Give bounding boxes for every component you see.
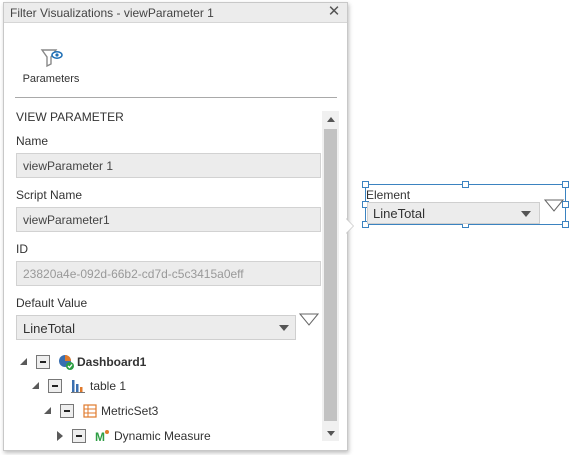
parameters-button[interactable]: Parameters (18, 47, 80, 89)
tree-item-metricset3[interactable]: MetricSet3 (18, 402, 318, 422)
element-select[interactable]: LineTotal (367, 202, 540, 224)
resize-handle[interactable] (462, 181, 469, 188)
resize-handle[interactable] (562, 201, 569, 208)
default-value-label: Default Value (16, 296, 88, 310)
script-name-field[interactable]: viewParameter1 (16, 207, 321, 232)
tree-checkbox[interactable] (60, 404, 74, 418)
scroll-up-icon[interactable] (327, 117, 335, 122)
filter-funnel-icon[interactable] (299, 313, 319, 327)
name-field[interactable]: viewParameter 1 (16, 153, 321, 178)
tree-checkbox[interactable] (36, 355, 50, 369)
panel-title: Filter Visualizations - viewParameter 1 (10, 6, 214, 20)
script-name-label: Script Name (16, 188, 83, 202)
tree-checkbox[interactable] (48, 379, 62, 393)
svg-text:M: M (95, 430, 105, 444)
vertical-scrollbar[interactable] (322, 111, 339, 441)
panel-pointer (345, 218, 353, 234)
panel-header: Filter Visualizations - viewParameter 1 … (4, 3, 347, 23)
metricset-icon (83, 404, 97, 418)
name-label: Name (16, 134, 49, 148)
resize-handle[interactable] (362, 181, 369, 188)
element-label: Element (366, 188, 411, 202)
tree-item-label: MetricSet3 (101, 404, 159, 418)
chevron-down-icon (279, 325, 289, 331)
close-icon[interactable]: ✕ (327, 3, 341, 20)
tree-checkbox[interactable] (72, 429, 86, 443)
default-value-select[interactable]: LineTotal (16, 315, 296, 340)
filter-funnel-icon[interactable] (544, 199, 564, 213)
id-label: ID (16, 242, 28, 256)
expand-icon[interactable] (44, 407, 51, 414)
default-value-text: LineTotal (23, 321, 76, 336)
tree-item-dynamic-measure[interactable]: M Dynamic Measure (18, 427, 318, 447)
resize-handle[interactable] (562, 181, 569, 188)
measure-icon: M (95, 430, 109, 444)
tree-item-label: Dynamic Measure (114, 429, 211, 443)
element-select-value: LineTotal (373, 206, 426, 221)
chevron-down-icon (521, 211, 531, 217)
tree-item-dashboard1[interactable]: Dashboard1 (18, 353, 318, 373)
dashboard-icon (59, 355, 74, 370)
scroll-down-icon[interactable] (327, 431, 335, 436)
parameters-label: Parameters (22, 73, 80, 85)
filter-visualizations-panel: Filter Visualizations - viewParameter 1 … (3, 2, 348, 451)
tree-item-label: Dashboard1 (77, 355, 147, 369)
separator (15, 97, 337, 98)
expand-icon[interactable] (57, 431, 63, 441)
canvas-parameter-element[interactable]: Element LineTotal (362, 181, 569, 228)
expand-icon[interactable] (32, 382, 39, 389)
tree-item-table-1[interactable]: table 1 (18, 377, 318, 397)
scrollbar-thumb[interactable] (324, 129, 337, 421)
tree-item-label: table 1 (90, 379, 127, 393)
filter-eye-icon (40, 49, 63, 68)
bar-chart-icon (71, 380, 85, 393)
section-title: VIEW PARAMETER (16, 110, 124, 124)
resize-handle[interactable] (362, 221, 369, 228)
id-field: 23820a4e-092d-66b2-cd7d-c5c3415a0eff (16, 261, 321, 286)
expand-icon[interactable] (20, 358, 27, 365)
resize-handle[interactable] (562, 221, 569, 228)
